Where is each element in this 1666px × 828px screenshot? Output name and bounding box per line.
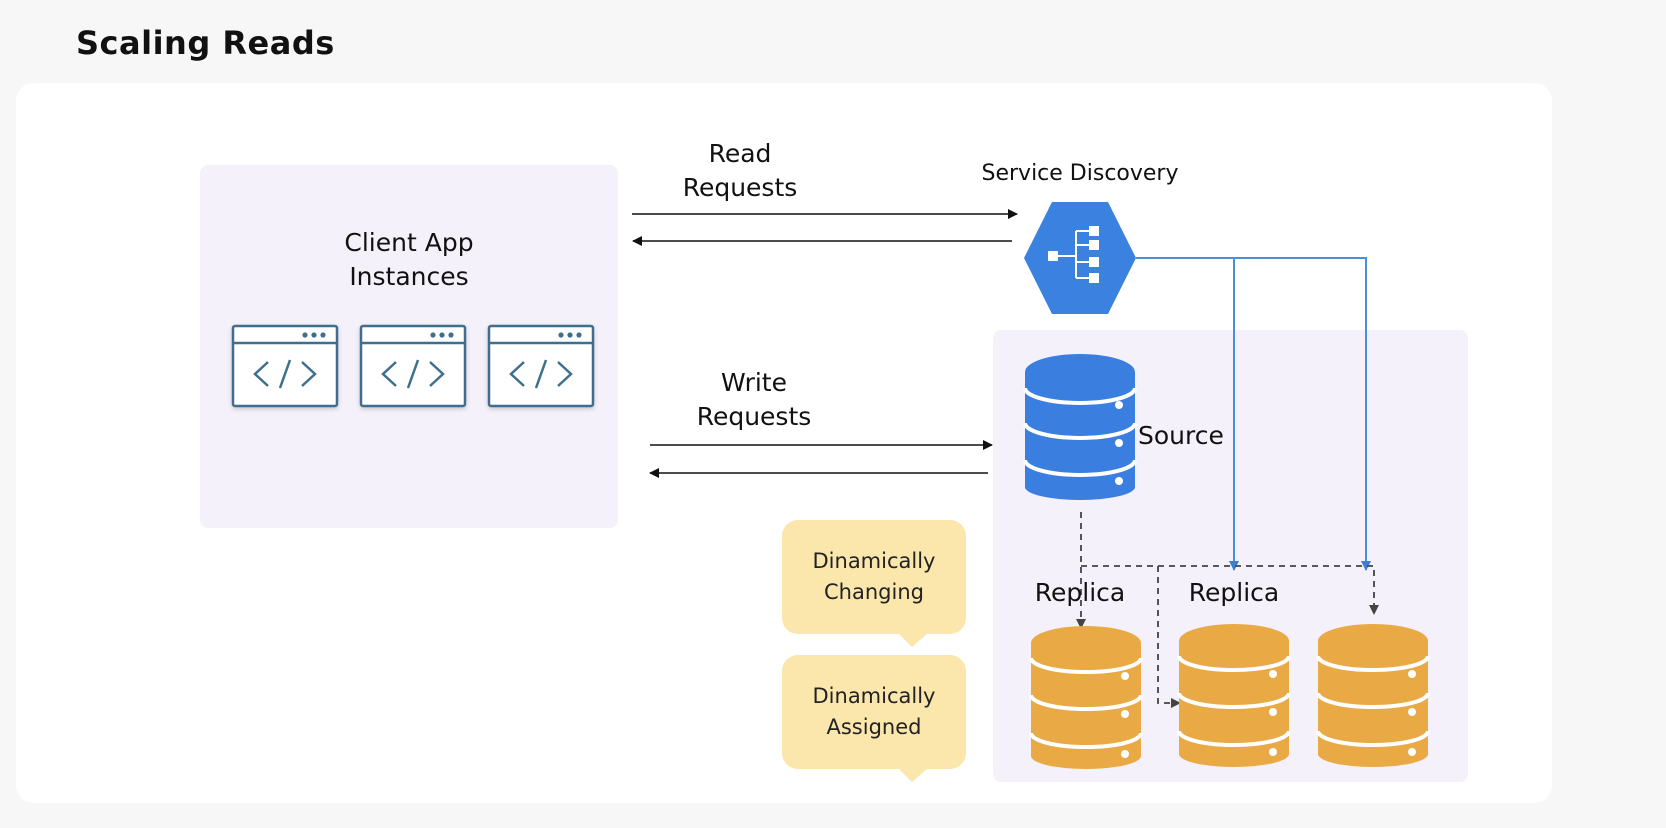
- note-bubble: [782, 655, 966, 782]
- replica-label: Replica: [1188, 578, 1280, 607]
- source-label: Source: [1138, 421, 1224, 450]
- read-requests-line2: Requests: [682, 173, 798, 202]
- note-dynamically-changing: Dinamically Changing: [782, 546, 966, 608]
- page-title: Scaling Reads: [76, 24, 335, 62]
- code-window-icon: [487, 324, 595, 408]
- write-requests-line2: Requests: [696, 402, 812, 431]
- replica-label: Replica: [1034, 578, 1126, 607]
- service-discovery-icon: [1024, 202, 1136, 314]
- note-bubble: [782, 520, 966, 647]
- client-app-label-line2: Instances: [349, 262, 469, 291]
- source-database-icon: [1023, 354, 1137, 500]
- replica-database-icon: [1177, 624, 1291, 767]
- write-requests-label: Write Requests: [674, 366, 834, 434]
- note-line2: Assigned: [826, 715, 922, 739]
- note-line1: Dinamically: [812, 549, 936, 573]
- note-line1: Dinamically: [812, 684, 936, 708]
- read-requests-label: Read Requests: [660, 137, 820, 205]
- service-discovery-label: Service Discovery: [981, 161, 1179, 186]
- note-dynamically-assigned: Dinamically Assigned: [782, 681, 966, 743]
- write-requests-line1: Write: [720, 368, 787, 397]
- discovery-to-replica-connector: [1136, 257, 1371, 571]
- code-window-icon: [231, 324, 339, 408]
- replica-database-icon: [1029, 626, 1143, 769]
- client-app-label-line1: Client App: [344, 228, 474, 257]
- replication-connector: [1157, 566, 1181, 708]
- client-app-label: Client App Instances: [300, 226, 518, 294]
- replica-database-icon: [1316, 624, 1430, 767]
- note-line2: Changing: [824, 580, 924, 604]
- read-requests-line1: Read: [708, 139, 772, 168]
- replication-connector: [1081, 565, 1379, 615]
- code-window-icon: [359, 324, 467, 408]
